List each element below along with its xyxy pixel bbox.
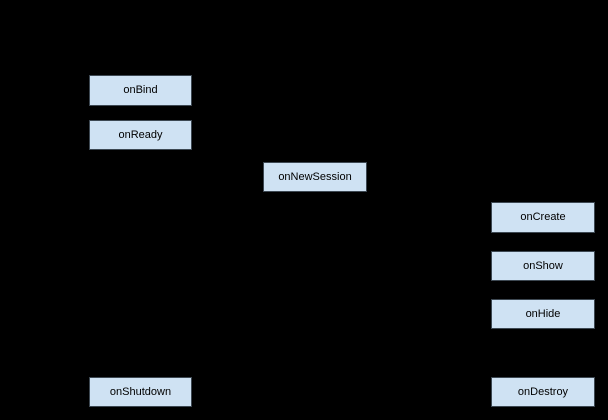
node-onbind-label: onBind [123, 84, 158, 96]
node-onnewsession: onNewSession [263, 162, 367, 192]
node-oncreate-label: onCreate [520, 211, 566, 223]
node-onbind: onBind [89, 75, 192, 106]
node-onnewsession-label: onNewSession [278, 170, 352, 183]
node-onshow-label: onShow [523, 259, 563, 272]
node-onshutdown: onShutdown [89, 377, 192, 407]
node-onshutdown-label: onShutdown [109, 385, 172, 398]
node-oncreate: onCreate [491, 202, 595, 233]
node-onhide-label: onHide [525, 307, 561, 320]
node-ondestroy: onDestroy [491, 377, 595, 407]
node-ondestroy-label: onDestroy [517, 385, 569, 398]
node-onhide: onHide [491, 299, 595, 329]
node-onready-label: onReady [118, 128, 163, 141]
node-onshow: onShow [491, 251, 595, 281]
node-onready: onReady [89, 120, 192, 150]
